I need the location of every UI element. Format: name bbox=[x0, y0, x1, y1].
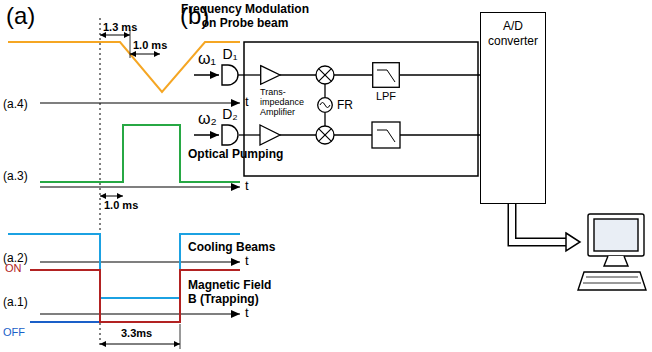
rect-part bbox=[594, 219, 638, 251]
off-level bbox=[30, 321, 100, 323]
axis-label: t bbox=[245, 254, 249, 269]
duration-label: 1.0 ms bbox=[133, 39, 167, 52]
wire bbox=[280, 74, 316, 75]
rect-part bbox=[372, 122, 400, 148]
oscillator-symbol bbox=[317, 97, 333, 113]
amplifier-symbol bbox=[260, 65, 282, 87]
beam-frequency: ω₁ bbox=[198, 50, 216, 68]
dimension-tick bbox=[130, 30, 131, 58]
wire bbox=[239, 134, 260, 135]
path-part bbox=[319, 129, 332, 142]
mixer-symbol bbox=[316, 126, 334, 144]
low-pass-filter: LPF bbox=[372, 62, 400, 103]
rect-part bbox=[588, 214, 644, 256]
trace-title: Magnetic Field B (Trapping) bbox=[188, 279, 278, 307]
wire bbox=[334, 134, 372, 135]
beam-frequency: ω₂ bbox=[198, 110, 217, 128]
oscillator: FR bbox=[317, 97, 357, 113]
mixer-symbol bbox=[316, 66, 334, 84]
signal-wire bbox=[400, 74, 480, 75]
filter-symbol bbox=[372, 122, 400, 148]
data-link-outline bbox=[512, 204, 566, 242]
duration-label: 1.3 ms bbox=[103, 21, 137, 34]
dimension-arrow bbox=[100, 344, 180, 345]
oscillator-wave bbox=[320, 103, 330, 108]
wire bbox=[324, 113, 325, 126]
trace-title: Cooling Beams bbox=[188, 241, 275, 255]
time-axis bbox=[40, 313, 240, 314]
filter-symbol bbox=[372, 62, 400, 88]
node-label: D₂ bbox=[220, 106, 240, 123]
amplifier-outline bbox=[261, 66, 280, 85]
axis-label: t bbox=[245, 306, 249, 321]
beam-arrow bbox=[194, 134, 219, 136]
trace-index: (a.3) bbox=[3, 170, 28, 184]
trace-title: Optical Pumping bbox=[188, 148, 283, 162]
dimension-arrow bbox=[100, 35, 130, 36]
oscillator-outline bbox=[318, 98, 333, 113]
trace-index: (a.4) bbox=[3, 98, 28, 112]
node-label: Trans-impedance Amplifier bbox=[260, 87, 312, 117]
wire bbox=[324, 84, 325, 97]
time-axis bbox=[40, 186, 240, 187]
node-label: D₁ bbox=[220, 46, 240, 63]
dimension-tick bbox=[180, 324, 181, 349]
beam-arrow bbox=[194, 74, 219, 76]
wire bbox=[280, 134, 316, 135]
computer-icon bbox=[578, 214, 646, 290]
time-axis bbox=[40, 261, 240, 262]
filter-curve bbox=[377, 70, 395, 82]
detector-symbol bbox=[220, 124, 240, 146]
data-link-fill bbox=[512, 203, 567, 242]
detector-outline bbox=[222, 65, 238, 85]
state-label: OFF bbox=[3, 326, 25, 339]
path-part bbox=[604, 256, 628, 266]
path-part bbox=[377, 130, 395, 142]
duration-label: 1.0 ms bbox=[104, 199, 138, 212]
amplifier-symbol bbox=[260, 125, 280, 145]
circle-part bbox=[316, 126, 334, 144]
fm-trace bbox=[8, 42, 240, 92]
panel-letter: (a) bbox=[6, 2, 35, 30]
wire bbox=[334, 74, 372, 75]
node-label: A/D converter bbox=[485, 19, 541, 49]
converter-box: A/D converter bbox=[480, 12, 546, 204]
signal-wire bbox=[237, 74, 260, 75]
time-axis bbox=[40, 102, 240, 103]
path-part bbox=[583, 277, 641, 283]
wire bbox=[400, 134, 480, 135]
axis-label: t bbox=[245, 95, 249, 110]
data-link-head bbox=[566, 233, 580, 251]
filter-outline bbox=[373, 63, 400, 88]
path-part bbox=[578, 272, 646, 290]
path-part bbox=[319, 69, 332, 82]
trace-title: Frequency Modulation on Probe beam bbox=[180, 3, 310, 31]
dimension-arrow bbox=[100, 196, 123, 197]
detector-symbol bbox=[220, 64, 240, 86]
circle-part bbox=[316, 66, 334, 84]
dimension-arrow bbox=[130, 54, 160, 55]
photodetector: D₁ bbox=[220, 46, 240, 63]
detector-outline bbox=[222, 125, 238, 145]
node-label: LPF bbox=[372, 90, 400, 103]
amplifier: Trans-impedance Amplifier bbox=[260, 65, 312, 117]
node-label: FR bbox=[337, 97, 357, 113]
duration-label: 3.3ms bbox=[121, 327, 152, 340]
axis-label: t bbox=[245, 179, 249, 194]
trace-index: (a.1) bbox=[3, 296, 28, 310]
photodetector: D₂ bbox=[220, 106, 240, 123]
state-label: ON bbox=[5, 262, 22, 275]
